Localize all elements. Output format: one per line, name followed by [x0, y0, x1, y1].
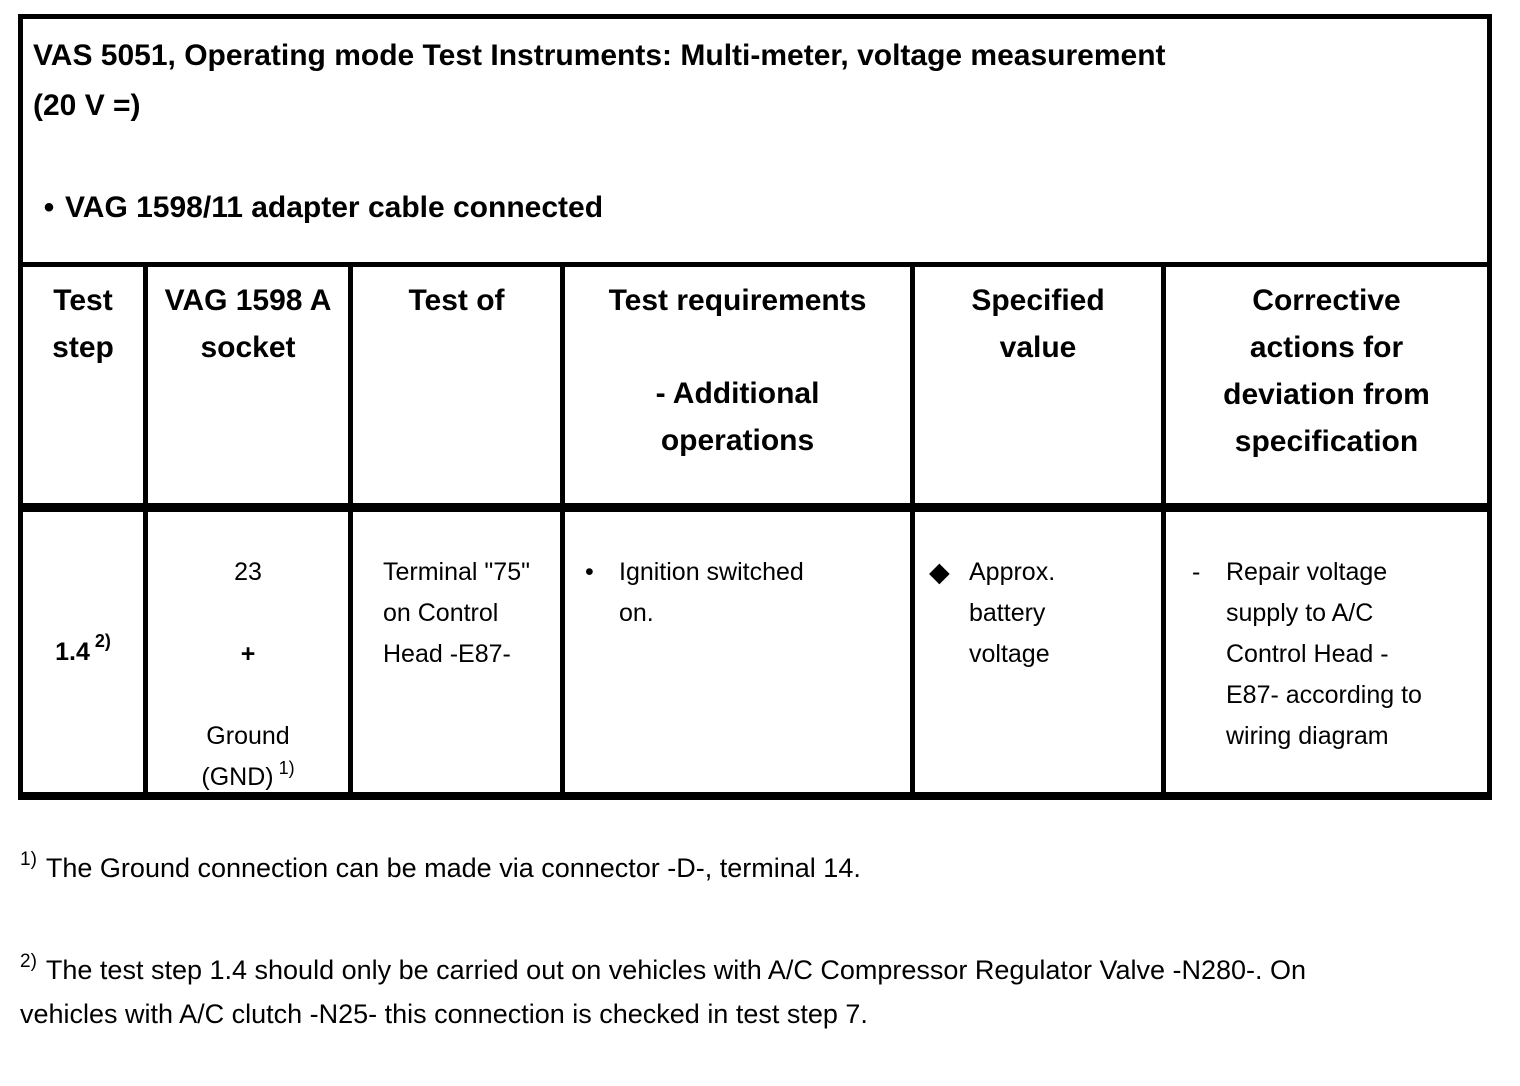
socket-gnd-line: (GND)1) [148, 757, 348, 792]
bullet-dot-icon: • [585, 558, 594, 586]
footnote-1-marker: 1) [20, 849, 37, 870]
requirement-item: • Ignition switched on. [585, 552, 910, 634]
page-title: VAS 5051, Operating mode Test Instrument… [33, 39, 1166, 122]
bullet-dash-icon: - [1192, 558, 1201, 586]
cell-specified-value: ◆ Approx. battery voltage [915, 512, 1166, 792]
specified-text: Approx. battery voltage [969, 558, 1056, 668]
footnote-2-text: The test step 1.4 should only be carried… [20, 955, 1307, 1029]
header-additional-operations-label: - Additional operations [655, 377, 820, 457]
header-socket-label: VAG 1598 A socket [164, 284, 332, 364]
header-test-of-label: Test of [408, 284, 505, 317]
header-cell-corrective-actions: Corrective actions for deviation from sp… [1166, 267, 1487, 512]
header-requirements-label: Test requirements [608, 284, 867, 317]
footnote-2: 2)The test step 1.4 should only be carri… [20, 948, 1320, 1036]
test-table: Test step VAG 1598 A socket Test of Test… [18, 262, 1492, 800]
adapter-bullet-text: VAG 1598/11 adapter cable connected [65, 191, 604, 224]
bullet-diamond-icon: ◆ [929, 557, 950, 587]
header-cell-test-step: Test step [23, 267, 148, 512]
footnote-2-marker: 2) [20, 951, 37, 972]
header-cell-requirements: Test requirements - Additional operation… [565, 267, 915, 512]
socket-ground: Ground [206, 722, 290, 750]
specified-item: ◆ Approx. battery voltage [929, 552, 1161, 675]
socket-gnd-footnote-ref: 1) [278, 758, 295, 778]
header-cell-socket: VAG 1598 A socket [148, 267, 353, 512]
socket-pin: 23 [234, 558, 262, 586]
footnote-1: 1) The Ground connection can be made via … [20, 846, 1320, 890]
test-step-value: 1.4 [55, 637, 90, 666]
footnote-1-text: The Ground connection can be made via co… [45, 853, 861, 883]
corrective-item: - Repair voltage supply to A/C Control H… [1192, 552, 1487, 757]
cell-corrective-actions: - Repair voltage supply to A/C Control H… [1166, 512, 1487, 792]
header-corrective-actions-label: Corrective actions for deviation from sp… [1223, 284, 1430, 458]
header-cell-test-of: Test of [353, 267, 565, 512]
cell-test-requirements: • Ignition switched on. [565, 512, 915, 792]
cell-socket: 23 + Ground (GND)1) [148, 512, 353, 792]
requirement-text: Ignition switched on. [619, 558, 804, 627]
header-test-step-label: Test step [52, 284, 114, 364]
adapter-bullet-line: • VAG 1598/11 adapter cable connected [33, 191, 1487, 225]
bullet-dot-icon: • [43, 191, 55, 224]
socket-plus: + [240, 640, 256, 668]
info-box: VAS 5051, Operating mode Test Instrument… [18, 14, 1492, 262]
header-specified-value-label: Specified value [971, 284, 1105, 364]
test-of-value: Terminal "75" on Control Head -E87- [383, 558, 530, 668]
cell-test-of: Terminal "75" on Control Head -E87- [353, 512, 565, 792]
socket-gnd: (GND) [201, 763, 274, 791]
corrective-text: Repair voltage supply to A/C Control Hea… [1226, 558, 1422, 750]
header-cell-specified-value: Specified value [915, 267, 1166, 512]
